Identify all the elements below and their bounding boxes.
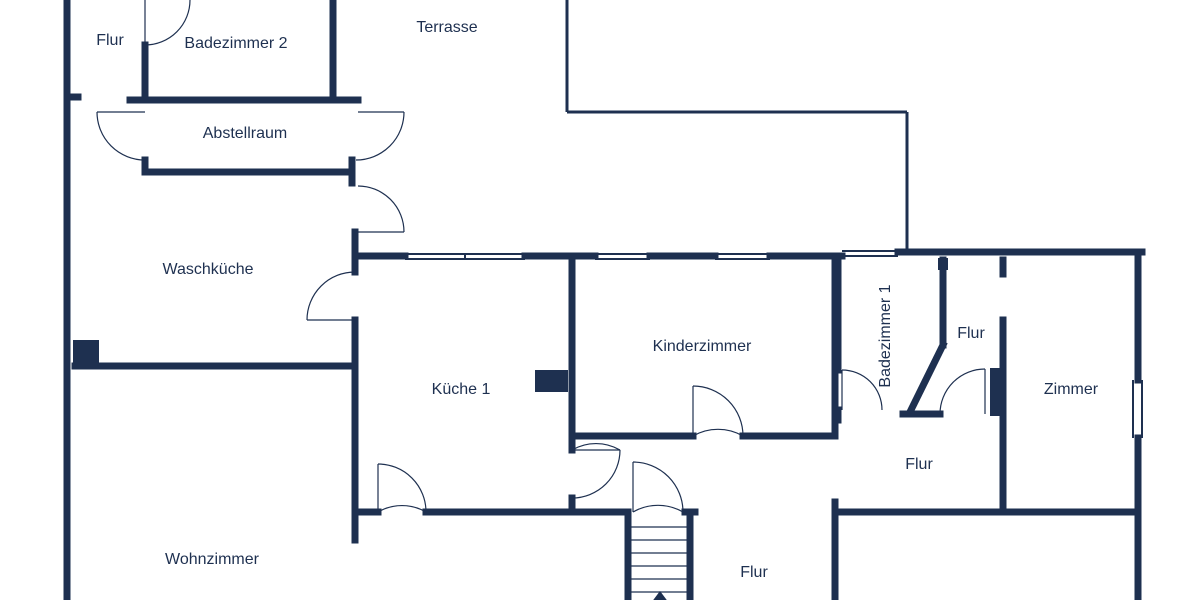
stairs	[631, 526, 687, 600]
room-label-flur-bottom: Flur	[740, 564, 768, 581]
room-label-kueche-1: Küche 1	[431, 381, 491, 398]
pillars	[73, 258, 1002, 416]
thin-lines	[565, 0, 909, 252]
room-label-flur-top-left: Flur	[96, 32, 124, 49]
room-label-badezimmer-2: Badezimmer 2	[184, 35, 288, 52]
windows	[405, 250, 1143, 438]
room-label-flur-mid-right: Flur	[905, 456, 933, 473]
room-label-badezimmer-1: Badezimmer 1	[877, 284, 894, 388]
room-label-flur-right: Flur	[957, 325, 985, 342]
room-label-kinderzimmer: Kinderzimmer	[652, 338, 752, 355]
room-label-wohnzimmer: Wohnzimmer	[165, 551, 259, 568]
room-label-waschkueche: Waschküche	[162, 261, 254, 278]
room-label-abstellraum: Abstellraum	[202, 125, 288, 142]
walls	[63, 0, 1146, 600]
room-label-terrasse: Terrasse	[416, 19, 478, 36]
room-label-zimmer: Zimmer	[1043, 381, 1099, 398]
door-swings	[96, 0, 986, 513]
